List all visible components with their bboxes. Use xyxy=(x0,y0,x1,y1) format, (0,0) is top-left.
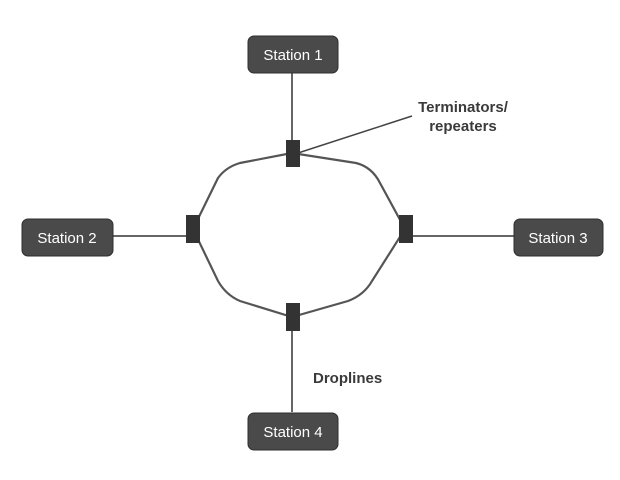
station-3-label: Station 3 xyxy=(528,230,587,247)
terminators-label-line-1: Terminators/ xyxy=(418,99,509,116)
repeater-top xyxy=(286,140,300,167)
station-4-label: Station 4 xyxy=(263,424,322,441)
repeater-right xyxy=(399,215,413,243)
station-2-label: Station 2 xyxy=(37,230,96,247)
repeater-bottom xyxy=(286,303,300,331)
station-3: Station 3 xyxy=(513,218,604,257)
repeater-left xyxy=(186,215,200,243)
station-1-label: Station 1 xyxy=(263,47,322,64)
ring-cable xyxy=(191,151,407,319)
terminators-pointer-line xyxy=(297,115,413,154)
terminators-label-line-2: repeaters xyxy=(429,118,497,135)
station-4: Station 4 xyxy=(247,412,339,451)
station-2: Station 2 xyxy=(21,218,114,257)
station-1: Station 1 xyxy=(247,35,339,74)
droplines-label: Droplines xyxy=(313,370,382,387)
